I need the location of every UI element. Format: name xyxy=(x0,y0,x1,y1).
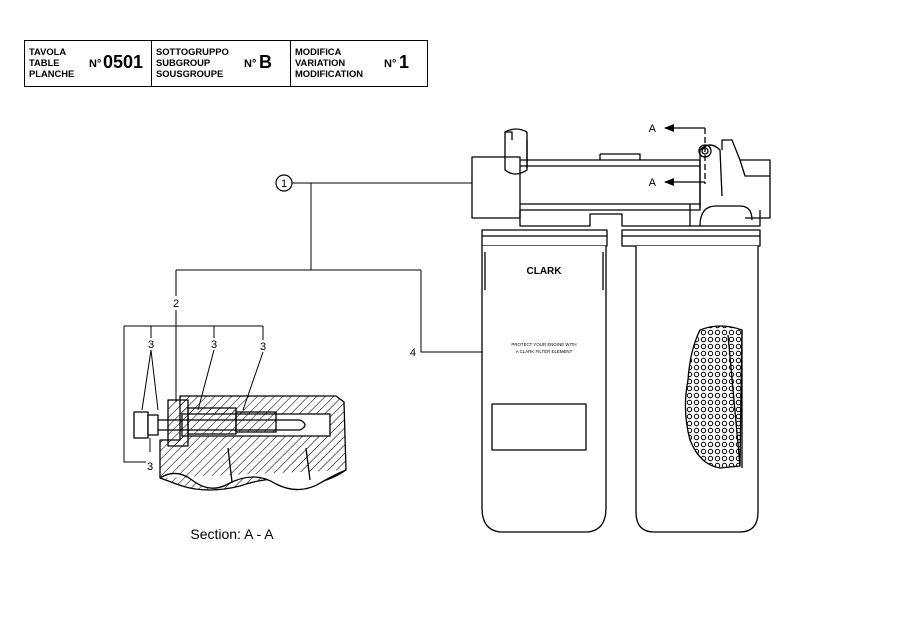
filter-label-line-1: PROTECT YOUR ENGINE WITH xyxy=(511,342,576,347)
modification-no-symbol: N° xyxy=(384,58,397,70)
subgroup-label-it: SOTTOGRUPPO xyxy=(156,46,229,57)
table-number: 0501 xyxy=(103,52,144,72)
table-cell: TAVOLA TABLE PLANCHE N° 0501 xyxy=(25,41,151,86)
section-cut-line xyxy=(664,124,706,186)
filter-brand: CLARK xyxy=(527,266,563,277)
modification-cell: MODIFICA VARIATION MODIFICATION N° 1 xyxy=(290,41,427,86)
subgroup-label-en: SUBGROUP xyxy=(156,57,211,68)
callout-3-seal: 3 xyxy=(211,339,217,351)
section-marker-bottom: A xyxy=(649,177,657,189)
table-label-it: TAVOLA xyxy=(29,46,67,57)
modification-label-it: MODIFICA xyxy=(295,46,342,57)
subgroup-label-fr: SOUSGROUPE xyxy=(156,68,224,79)
subgroup-cell: SOTTOGRUPPO SUBGROUP SOUSGROUPE N° B xyxy=(151,41,290,86)
subgroup-no-symbol: N° xyxy=(244,58,257,70)
filter-right xyxy=(621,229,761,533)
table-label-en: TABLE xyxy=(29,57,60,68)
filter-head xyxy=(471,128,771,227)
section-caption: Section: A - A xyxy=(190,526,274,542)
modification-value: 1 xyxy=(399,52,410,72)
callout-1: 1 xyxy=(281,178,287,190)
callout-balloon-1 xyxy=(275,174,293,192)
callout-3-valve: 3 xyxy=(260,341,266,353)
callout-3-nut: 3 xyxy=(148,339,154,351)
section-marker-top: A xyxy=(649,123,657,135)
filter-left xyxy=(481,229,608,533)
callout-2: 2 xyxy=(173,298,179,310)
table-label-fr: PLANCHE xyxy=(29,68,75,79)
filter-label-line-2: A CLARK FILTER ELEMENT xyxy=(516,349,573,354)
callout-3-bottom: 3 xyxy=(147,461,153,473)
title-block: TAVOLA TABLE PLANCHE N° 0501 SOTTOGRUPPO… xyxy=(24,40,428,87)
modification-label-fr: MODIFICATION xyxy=(295,68,364,79)
callout-4: 4 xyxy=(410,347,416,359)
subgroup-value: B xyxy=(259,52,272,72)
modification-label-en: VARIATION xyxy=(295,57,346,68)
table-no-symbol: N° xyxy=(89,58,102,70)
leader-lines xyxy=(123,182,482,463)
section-a-a-view xyxy=(133,395,347,491)
